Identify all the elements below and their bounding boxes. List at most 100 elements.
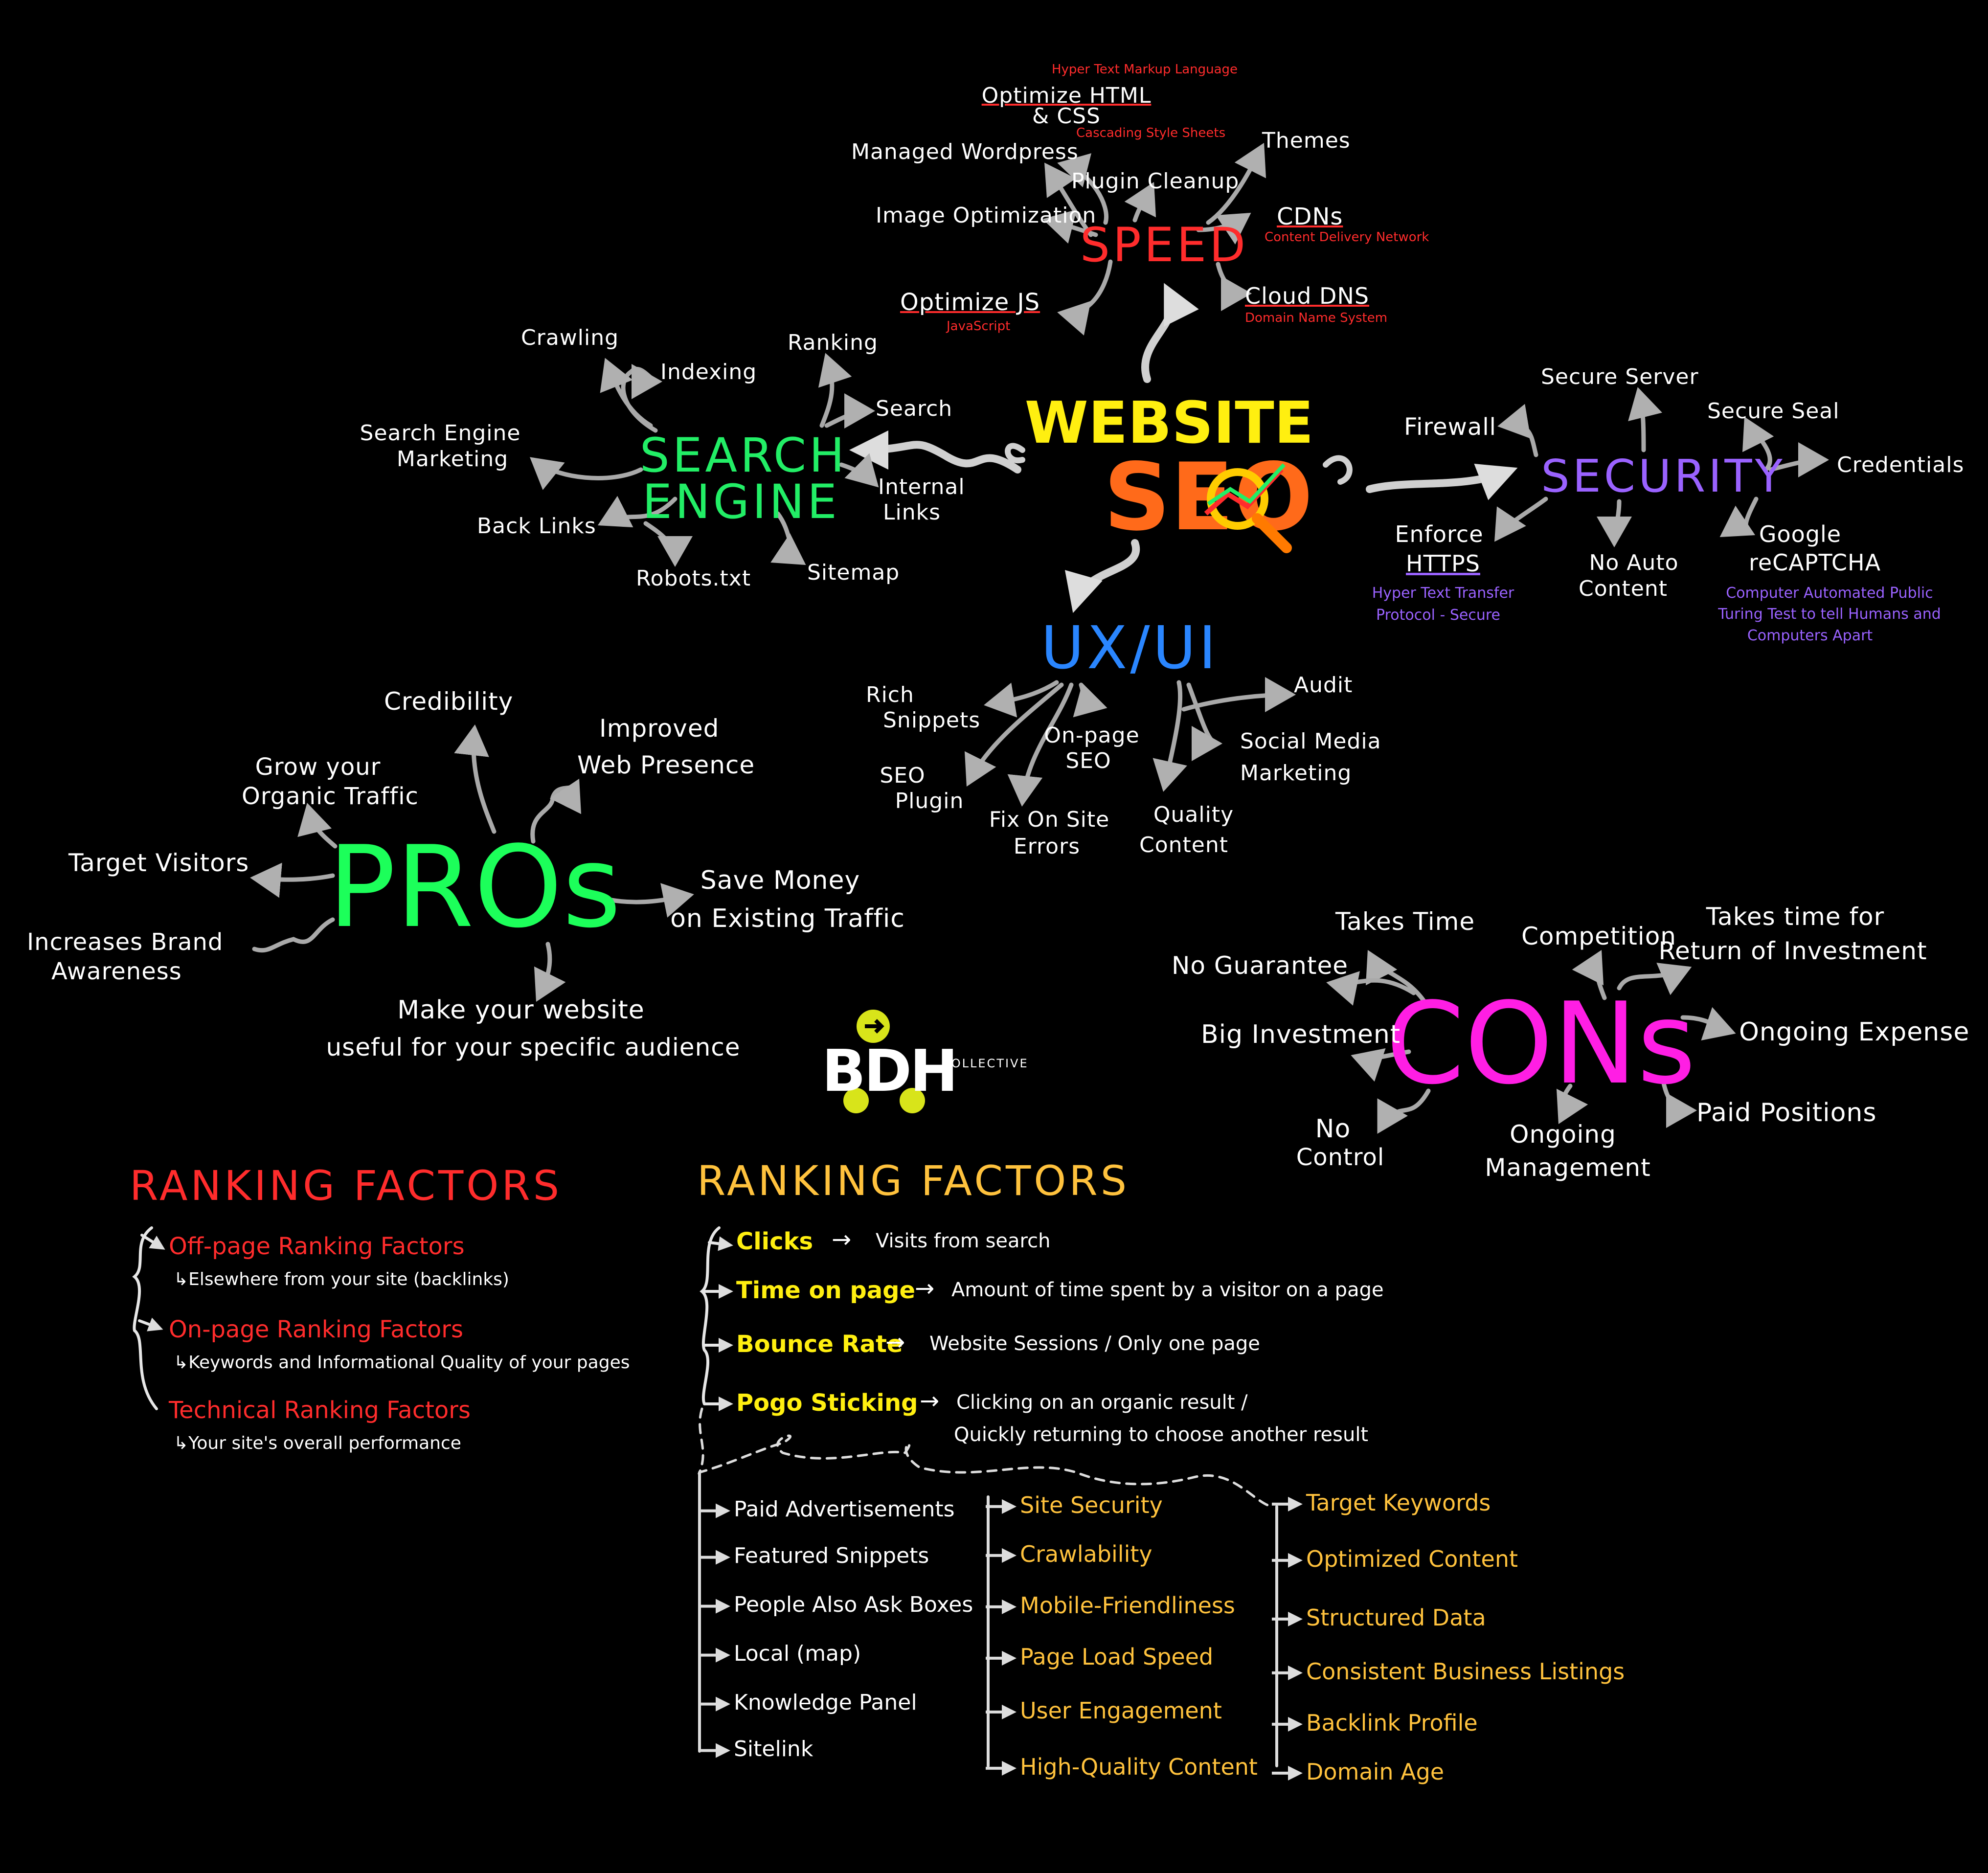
css-full-name: Cascading Style Sheets	[1076, 126, 1226, 140]
cons-ongoing-mgmt-line1: Ongoing	[1510, 1120, 1616, 1149]
pros-grow-line1: Grow your	[255, 753, 381, 781]
ranking-left-title: RANKING FACTORS	[130, 1162, 563, 1210]
captcha-full-line1: Computer Automated Public	[1726, 585, 1933, 602]
ranking-right-title: RANKING FACTORS	[697, 1157, 1130, 1205]
ranking-col-item: Paid Advertisements	[734, 1497, 955, 1522]
cons-no-guarantee: No Guarantee	[1172, 951, 1348, 980]
search-crawling: Crawling	[521, 325, 619, 350]
ranking-row-desc: Visits from search	[876, 1230, 1051, 1252]
search-engine-title-line1: SEARCH	[639, 428, 848, 483]
security-no-auto-line1: No Auto	[1589, 550, 1679, 575]
security-no-auto-line2: Content	[1579, 576, 1668, 601]
right-arrow-icon: →	[915, 1275, 935, 1302]
pros-grow-line2: Organic Traffic	[242, 783, 419, 810]
ranking-row-label: Clicks	[736, 1228, 813, 1255]
right-arrow-icon: →	[920, 1387, 940, 1415]
cons-big-investment: Big Investment	[1201, 1020, 1401, 1049]
speed-cloud-dns: Cloud DNS	[1245, 283, 1370, 309]
ranking-left-item-label: On-page Ranking Factors	[169, 1316, 464, 1343]
search-engine-title-line2: ENGINE	[642, 474, 840, 529]
center-title-website: WEBSITE	[1024, 389, 1314, 456]
security-enforce: Enforce	[1395, 521, 1484, 547]
ranking-left-item-desc: ↳Keywords and Informational Quality of y…	[174, 1353, 630, 1373]
ranking-row-label: Time on page	[736, 1277, 915, 1304]
ranking-col-item: Optimized Content	[1306, 1546, 1518, 1572]
cdn-full-name: Content Delivery Network	[1265, 230, 1429, 245]
ranking-left-item-label: Off-page Ranking Factors	[169, 1233, 465, 1260]
security-credentials: Credentials	[1837, 452, 1965, 477]
ux-seo-plugin-line1: SEO	[880, 763, 926, 788]
ranking-row-desc: Website Sessions / Only one page	[929, 1332, 1260, 1355]
ranking-col-item: Crawlability	[1020, 1541, 1152, 1567]
ranking-col-item: Sitelink	[734, 1737, 813, 1761]
pros-improved-line1: Improved	[599, 714, 720, 743]
security-firewall: Firewall	[1404, 413, 1497, 441]
search-sitemap: Sitemap	[807, 560, 900, 585]
security-google: Google	[1759, 521, 1842, 547]
cons-roi-line2: Return of Investment	[1658, 937, 1927, 965]
security-title: SECURITY	[1541, 450, 1785, 502]
ux-quality-line2: Content	[1139, 833, 1228, 858]
html-full-name: Hyper Text Markup Language	[1051, 62, 1238, 77]
search-internal-line1: Internal	[878, 474, 965, 499]
https-full-line1: Hyper Text Transfer	[1372, 585, 1514, 602]
search-internal-line2: Links	[883, 500, 941, 525]
logo-word: COLLECTIVE	[942, 1057, 1029, 1070]
security-https: HTTPS	[1406, 550, 1480, 577]
pros-brand-line1: Increases Brand	[27, 928, 224, 956]
ux-seo-plugin-line2: Plugin	[895, 789, 964, 813]
search-robots: Robots.txt	[636, 566, 751, 591]
ux-fix-line2: Errors	[1013, 834, 1081, 859]
cons-roi-line1: Takes time for	[1706, 903, 1885, 931]
speed-image-optimization: Image Optimization	[876, 203, 1097, 228]
logo-letters: BDH	[822, 1037, 958, 1105]
cons-ongoing-expense: Ongoing Expense	[1739, 1017, 1970, 1047]
pros-useful-line2: useful for your specific audience	[326, 1033, 741, 1061]
ranking-col-item: Consistent Business Listings	[1306, 1658, 1625, 1685]
ranking-row-desc: Amount of time spent by a visitor on a p…	[951, 1279, 1384, 1301]
https-full-line2: Protocol - Secure	[1376, 607, 1500, 624]
ranking-col-item: User Engagement	[1020, 1697, 1222, 1724]
ranking-row-label: Bounce Rate	[736, 1331, 903, 1358]
ranking-row-desc-2: Quickly returning to choose another resu…	[954, 1423, 1369, 1446]
speed-title: SPEED	[1080, 218, 1249, 272]
ranking-left-item-label: Technical Ranking Factors	[169, 1397, 471, 1424]
ranking-col-item: Page Load Speed	[1020, 1644, 1214, 1670]
ranking-col-item: People Also Ask Boxes	[734, 1592, 973, 1617]
search-indexing: Indexing	[660, 360, 757, 384]
bdh-logo-mark	[843, 1010, 925, 1113]
magnifier-chart-icon	[1204, 463, 1292, 553]
speed-cdns: CDNs	[1277, 203, 1343, 230]
ranking-col-item: Target Keywords	[1306, 1489, 1491, 1516]
ranking-col-item: High-Quality Content	[1020, 1754, 1258, 1780]
ux-ui-title: UX/UI	[1041, 614, 1219, 682]
ux-rich-line2: Snippets	[883, 708, 981, 733]
ranking-left-item-desc: ↳Elsewhere from your site (backlinks)	[174, 1269, 509, 1289]
pros-save-line2: on Existing Traffic	[670, 904, 905, 933]
ux-fix-line1: Fix On Site	[989, 807, 1110, 832]
search-search: Search	[876, 396, 953, 421]
speed-plugin-cleanup: Plugin Cleanup	[1071, 169, 1240, 194]
pros-save-line1: Save Money	[700, 866, 860, 895]
ux-social-line2: Marketing	[1240, 761, 1352, 786]
search-back-links: Back Links	[477, 514, 596, 539]
ux-rich-line1: Rich	[866, 682, 914, 707]
pros-useful-line1: Make your website	[397, 995, 645, 1025]
security-recaptcha: reCAPTCHA	[1748, 549, 1881, 576]
search-sem-line1: Search Engine	[360, 421, 521, 446]
speed-optimize-js: Optimize JS	[900, 289, 1040, 316]
speed-themes: Themes	[1262, 128, 1351, 153]
dns-full-name: Domain Name System	[1245, 311, 1388, 325]
speed-managed-wordpress: Managed Wordpress	[851, 139, 1079, 164]
pros-brand-line2: Awareness	[51, 958, 182, 985]
right-arrow-icon: →	[832, 1226, 852, 1253]
ranking-col-item: Structured Data	[1306, 1604, 1486, 1631]
pros-improved-line2: Web Presence	[577, 751, 755, 779]
security-secure-server: Secure Server	[1541, 364, 1699, 389]
cons-competition: Competition	[1521, 922, 1676, 950]
ranking-col-item: Site Security	[1020, 1492, 1163, 1518]
speed-optimize-html: Optimize HTML	[981, 83, 1152, 108]
ux-quality-line1: Quality	[1153, 802, 1234, 827]
cons-no-control-line1: No	[1315, 1114, 1351, 1144]
